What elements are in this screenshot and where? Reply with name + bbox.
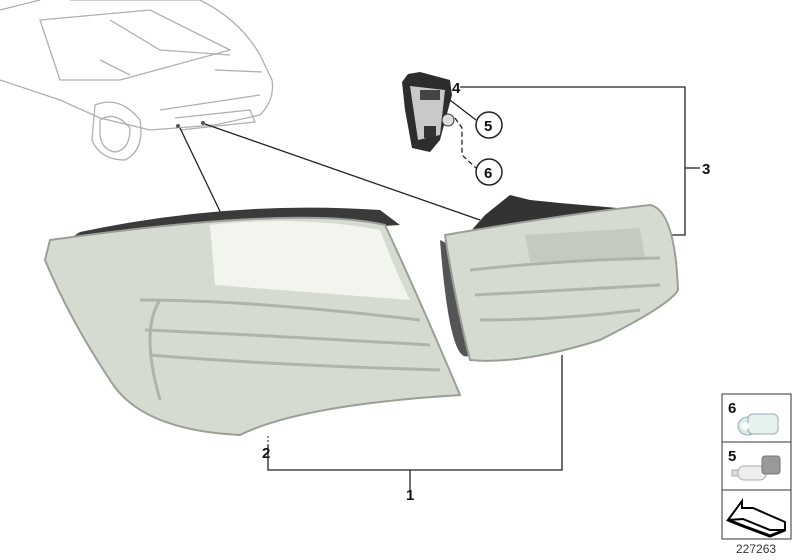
legend-label-6: 6 — [728, 400, 736, 417]
callout-5-circle — [475, 111, 503, 139]
outer-tail-light — [43, 207, 462, 437]
tail-light-marker-inner — [201, 121, 205, 125]
callout-4[interactable]: 4 — [452, 80, 461, 97]
callout-6[interactable]: 6 — [484, 165, 492, 182]
bulb-carrier — [402, 72, 455, 152]
direction-arrow-icon — [725, 497, 786, 538]
callout-6-circle — [475, 158, 503, 186]
legend-label-5: 5 — [728, 448, 736, 465]
reference-number: 227263 — [736, 542, 776, 556]
tail-light-marker-outer — [176, 124, 180, 128]
inner-tail-light — [440, 195, 680, 362]
wedge-bulb-icon — [737, 413, 779, 436]
callout-2[interactable]: 2 — [262, 445, 270, 462]
bayonet-bulb-icon — [731, 455, 781, 481]
callout-3[interactable]: 3 — [702, 161, 710, 178]
callout-1[interactable]: 1 — [406, 487, 414, 504]
car-outline — [0, 0, 274, 161]
callout-5[interactable]: 5 — [484, 118, 492, 135]
legend-panel: 6 5 227263 — [721, 393, 792, 556]
